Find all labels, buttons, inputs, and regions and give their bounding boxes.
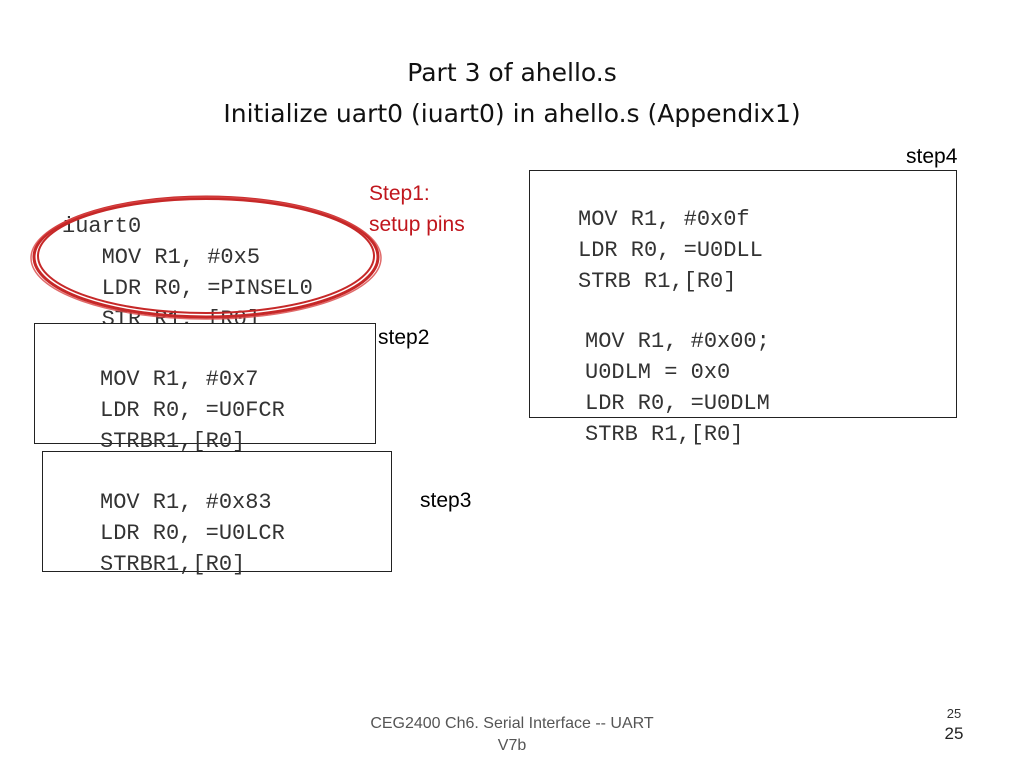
- code-line: MOV R1, #0x83: [100, 490, 272, 515]
- footer-course-line2: V7b: [497, 737, 527, 754]
- step1-label-line1: Step1:: [369, 182, 430, 205]
- code-line: STRBR1,[R0]: [100, 552, 246, 577]
- code-line: LDR R0, =U0DLL: [578, 238, 763, 263]
- code-line: MOV R1, #0x00;: [585, 329, 770, 354]
- code-line: U0DLM = 0x0: [585, 360, 731, 385]
- code-line: LDR R0, =U0DLM: [585, 391, 770, 416]
- step1-label: Step1: setup pins: [369, 178, 465, 240]
- page-number-small: 25: [946, 706, 962, 721]
- code-line: MOV R1, #0x5: [62, 245, 261, 270]
- code-line: STRBR1,[R0]: [100, 429, 246, 454]
- code-line: LDR R0, =U0LCR: [100, 521, 285, 546]
- slide-title-line1: Part 3 of ahello.s: [407, 58, 617, 87]
- step1-label-line2: setup pins: [369, 213, 465, 236]
- step4-label: step4: [906, 145, 958, 168]
- code-line: MOV R1, #0x0f: [578, 207, 750, 232]
- code-line: MOV R1, #0x7: [100, 367, 259, 392]
- highlight-ellipse: [30, 195, 382, 320]
- code-line: LDR R0, =U0FCR: [100, 398, 285, 423]
- footer-course-line1: CEG2400 Ch6. Serial Interface -- UART: [370, 715, 654, 732]
- slide-title-line2: Initialize uart0 (iuart0) in ahello.s (A…: [223, 99, 801, 128]
- step2-label: step2: [378, 326, 430, 349]
- code-line: STRB R1,[R0]: [578, 269, 737, 294]
- step3-label: step3: [420, 489, 472, 512]
- page-number: 25: [944, 724, 964, 743]
- code-line: LDR R0, =PINSEL0: [62, 276, 313, 301]
- footer-course: CEG2400 Ch6. Serial Interface -- UART V7…: [352, 713, 672, 757]
- code-line: STRB R1,[R0]: [585, 422, 744, 447]
